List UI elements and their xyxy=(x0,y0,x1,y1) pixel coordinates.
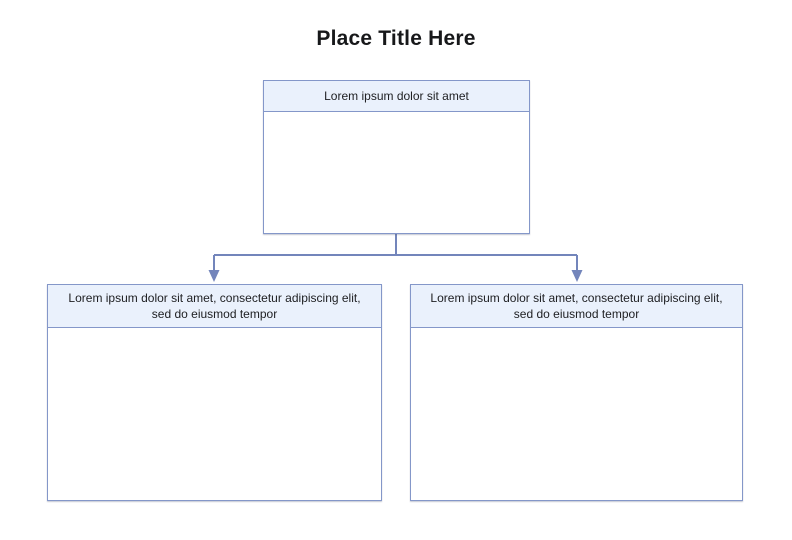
child-node-left-body xyxy=(48,328,381,500)
root-node-body xyxy=(264,112,529,233)
child-node-right-header: Lorem ipsum dolor sit amet, consectetur … xyxy=(411,285,742,328)
child-node-left: Lorem ipsum dolor sit amet, consectetur … xyxy=(47,284,382,501)
arrowhead-right xyxy=(571,270,583,282)
root-node-header: Lorem ipsum dolor sit amet xyxy=(264,81,529,112)
child-node-left-header: Lorem ipsum dolor sit amet, consectetur … xyxy=(48,285,381,328)
child-node-right-body xyxy=(411,328,742,500)
child-node-right-header-label: Lorem ipsum dolor sit amet, consectetur … xyxy=(430,290,723,321)
root-node-header-label: Lorem ipsum dolor sit amet xyxy=(324,88,469,103)
child-node-left-header-label: Lorem ipsum dolor sit amet, consectetur … xyxy=(68,290,361,321)
connector-stub xyxy=(213,234,578,271)
arrowhead-left xyxy=(208,270,220,282)
page-title: Place Title Here xyxy=(316,27,476,50)
child-node-right: Lorem ipsum dolor sit amet, consectetur … xyxy=(410,284,743,501)
root-node: Lorem ipsum dolor sit amet xyxy=(263,80,530,234)
